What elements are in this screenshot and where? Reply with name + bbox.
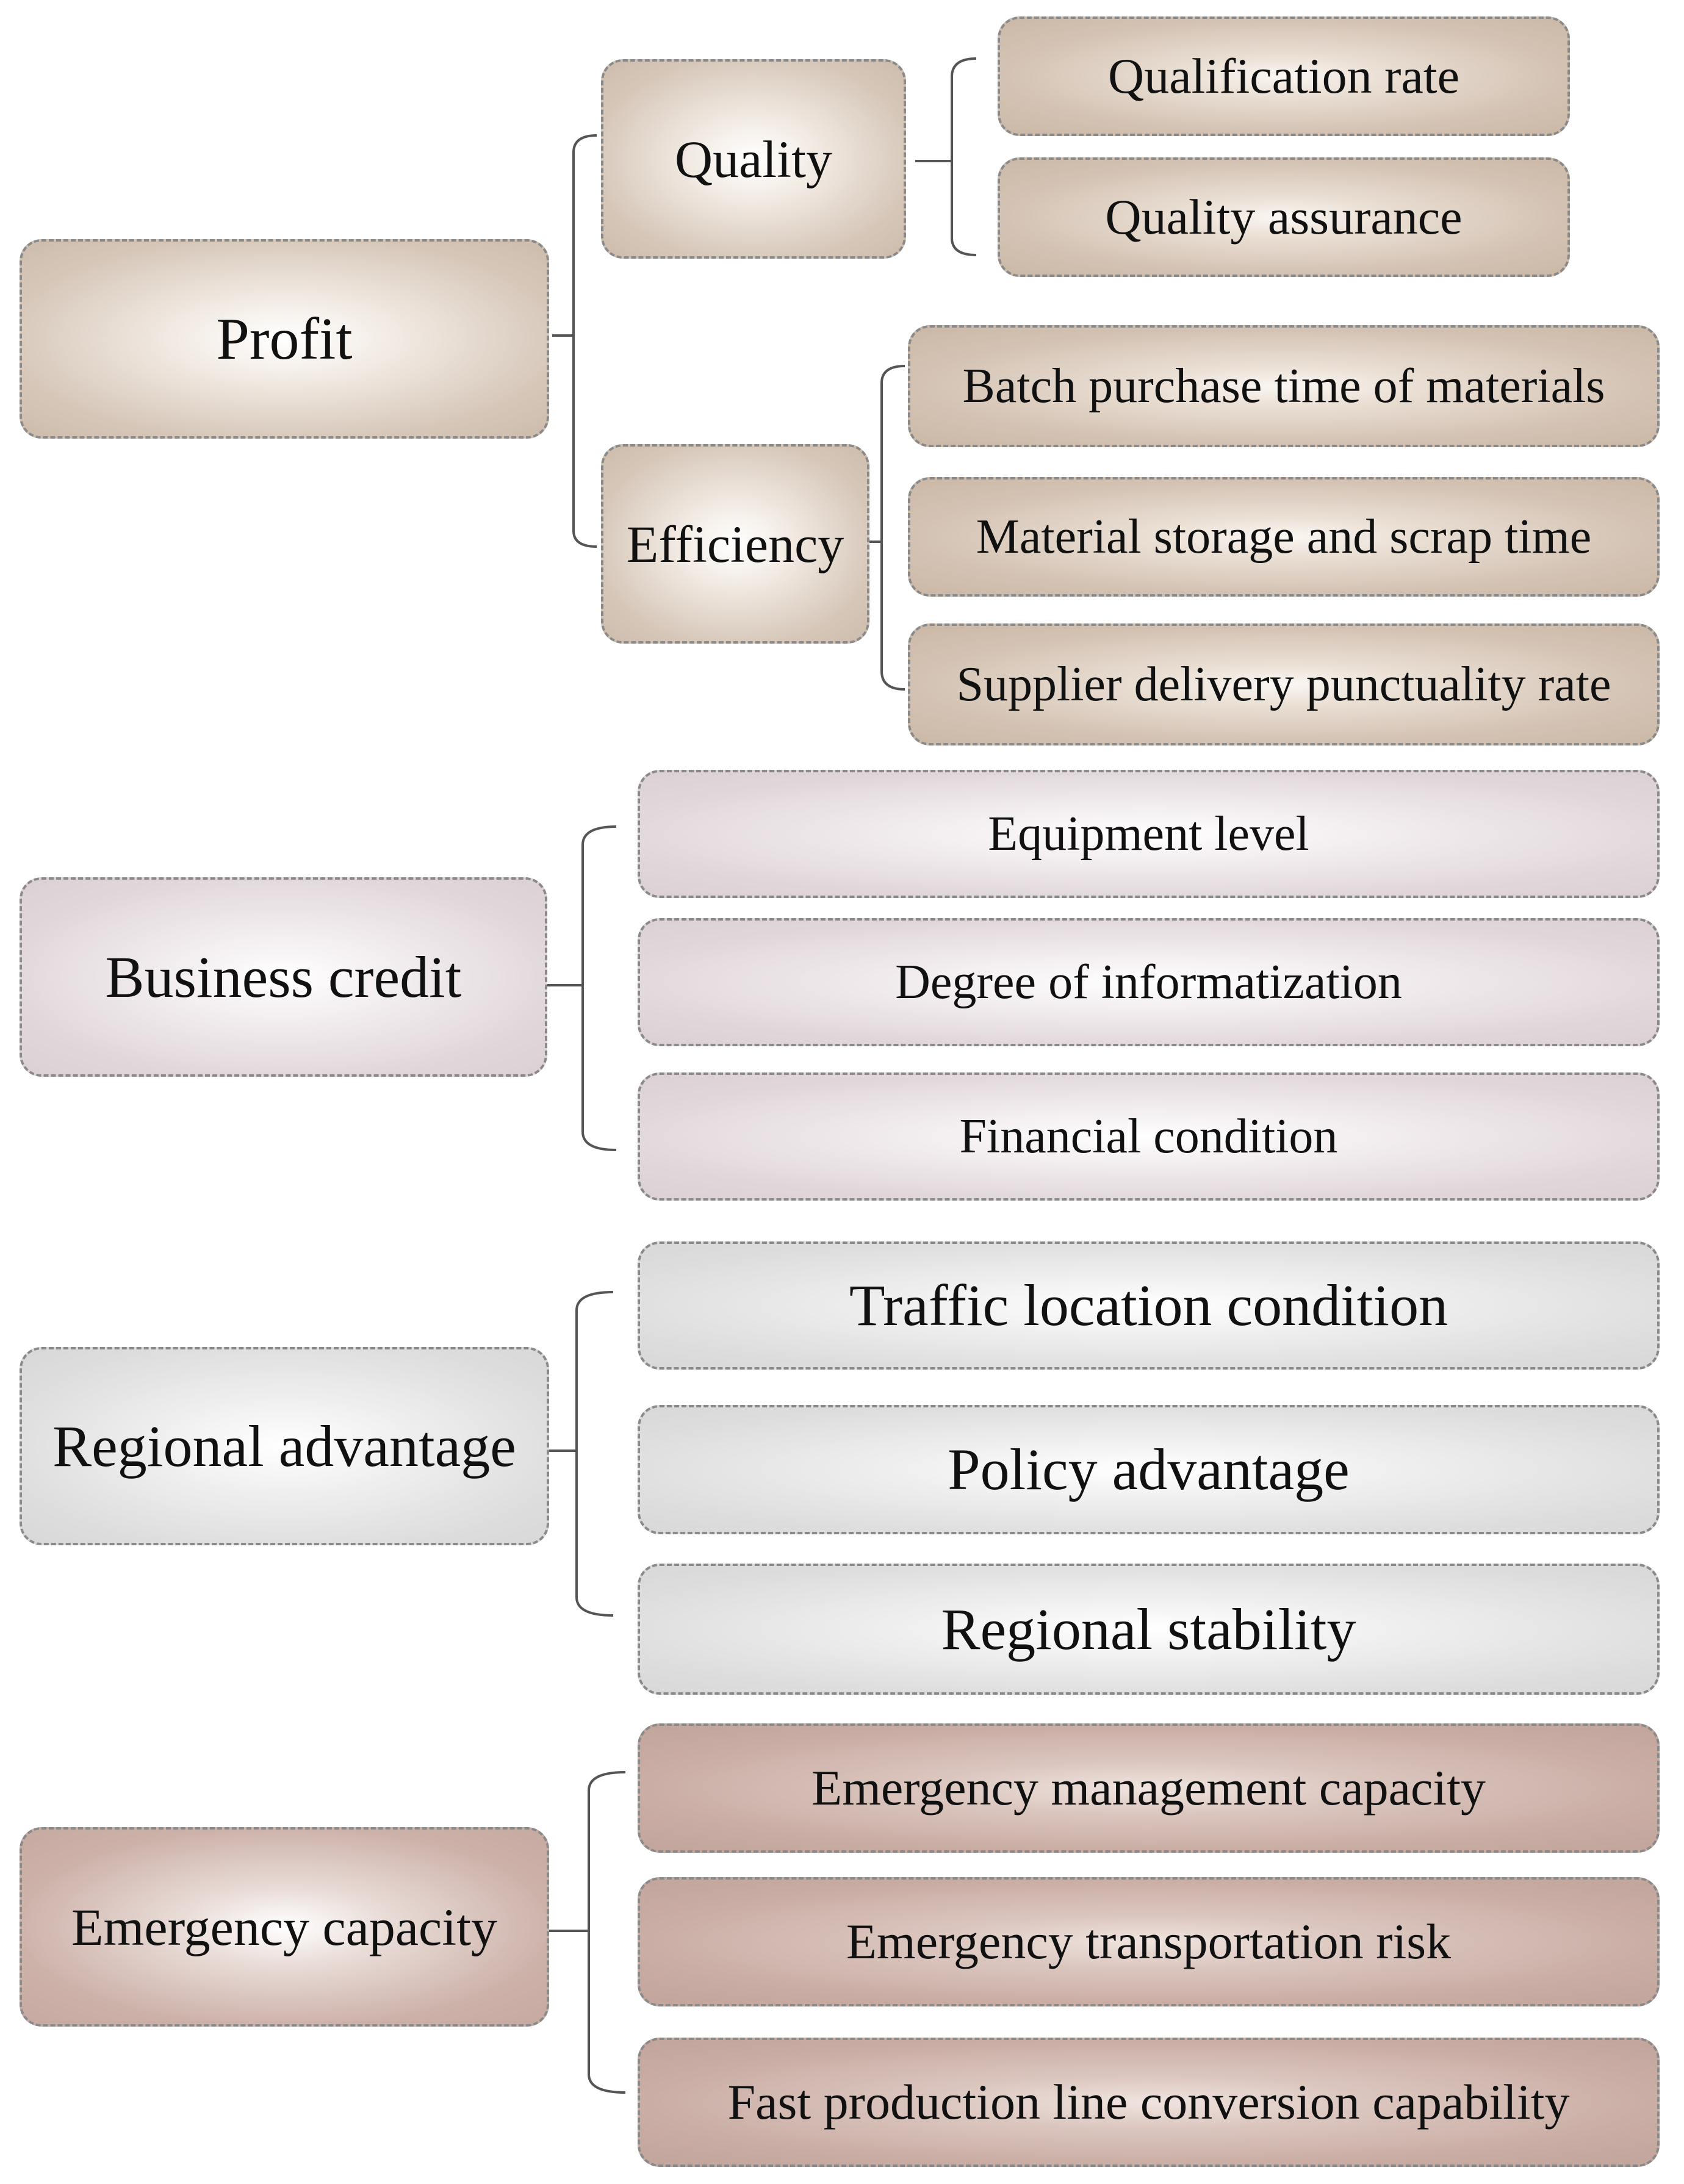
- connector-efficiency: [865, 365, 905, 691]
- root-node-business-credit: Business credit: [20, 877, 547, 1077]
- leaf-node-degree-of-informatization: Degree of informatization: [638, 918, 1660, 1046]
- root-node-emergency-capacity: Emergency capacity: [20, 1827, 549, 2027]
- connector-regional-advantage: [546, 1291, 614, 1617]
- sub-node-efficiency: Efficiency: [601, 444, 869, 644]
- leaf-node-regional-stability: Regional stability: [638, 1564, 1660, 1695]
- root-node-profit: Profit: [20, 239, 549, 439]
- leaf-node-policy-advantage: Policy advantage: [638, 1405, 1660, 1534]
- leaf-node-equipment-level: Equipment level: [638, 770, 1660, 898]
- root-node-regional-advantage: Regional advantage: [20, 1347, 549, 1545]
- connector-profit: [552, 134, 597, 548]
- leaf-node-emergency-management-capacity: Emergency management capacity: [638, 1723, 1660, 1853]
- connector-emergency-capacity: [546, 1771, 626, 2094]
- leaf-node-financial-condition: Financial condition: [638, 1072, 1660, 1201]
- sub-node-quality: Quality: [601, 59, 906, 259]
- leaf-node-batch-purchase-time: Batch purchase time of materials: [908, 325, 1660, 447]
- connector-business-credit: [546, 825, 617, 1151]
- leaf-node-supplier-delivery-punctuality: Supplier delivery punctuality rate: [908, 623, 1660, 745]
- leaf-node-quality-assurance: Quality assurance: [998, 157, 1570, 277]
- leaf-node-qualification-rate: Qualification rate: [998, 16, 1570, 136]
- leaf-node-emergency-transportation-risk: Emergency transportation risk: [638, 1877, 1660, 2006]
- leaf-node-fast-production-line-conversion: Fast production line conversion capabili…: [638, 2038, 1660, 2167]
- leaf-node-traffic-location-condition: Traffic location condition: [638, 1241, 1660, 1370]
- connector-quality: [915, 57, 977, 256]
- leaf-node-material-storage-scrap-time: Material storage and scrap time: [908, 477, 1660, 597]
